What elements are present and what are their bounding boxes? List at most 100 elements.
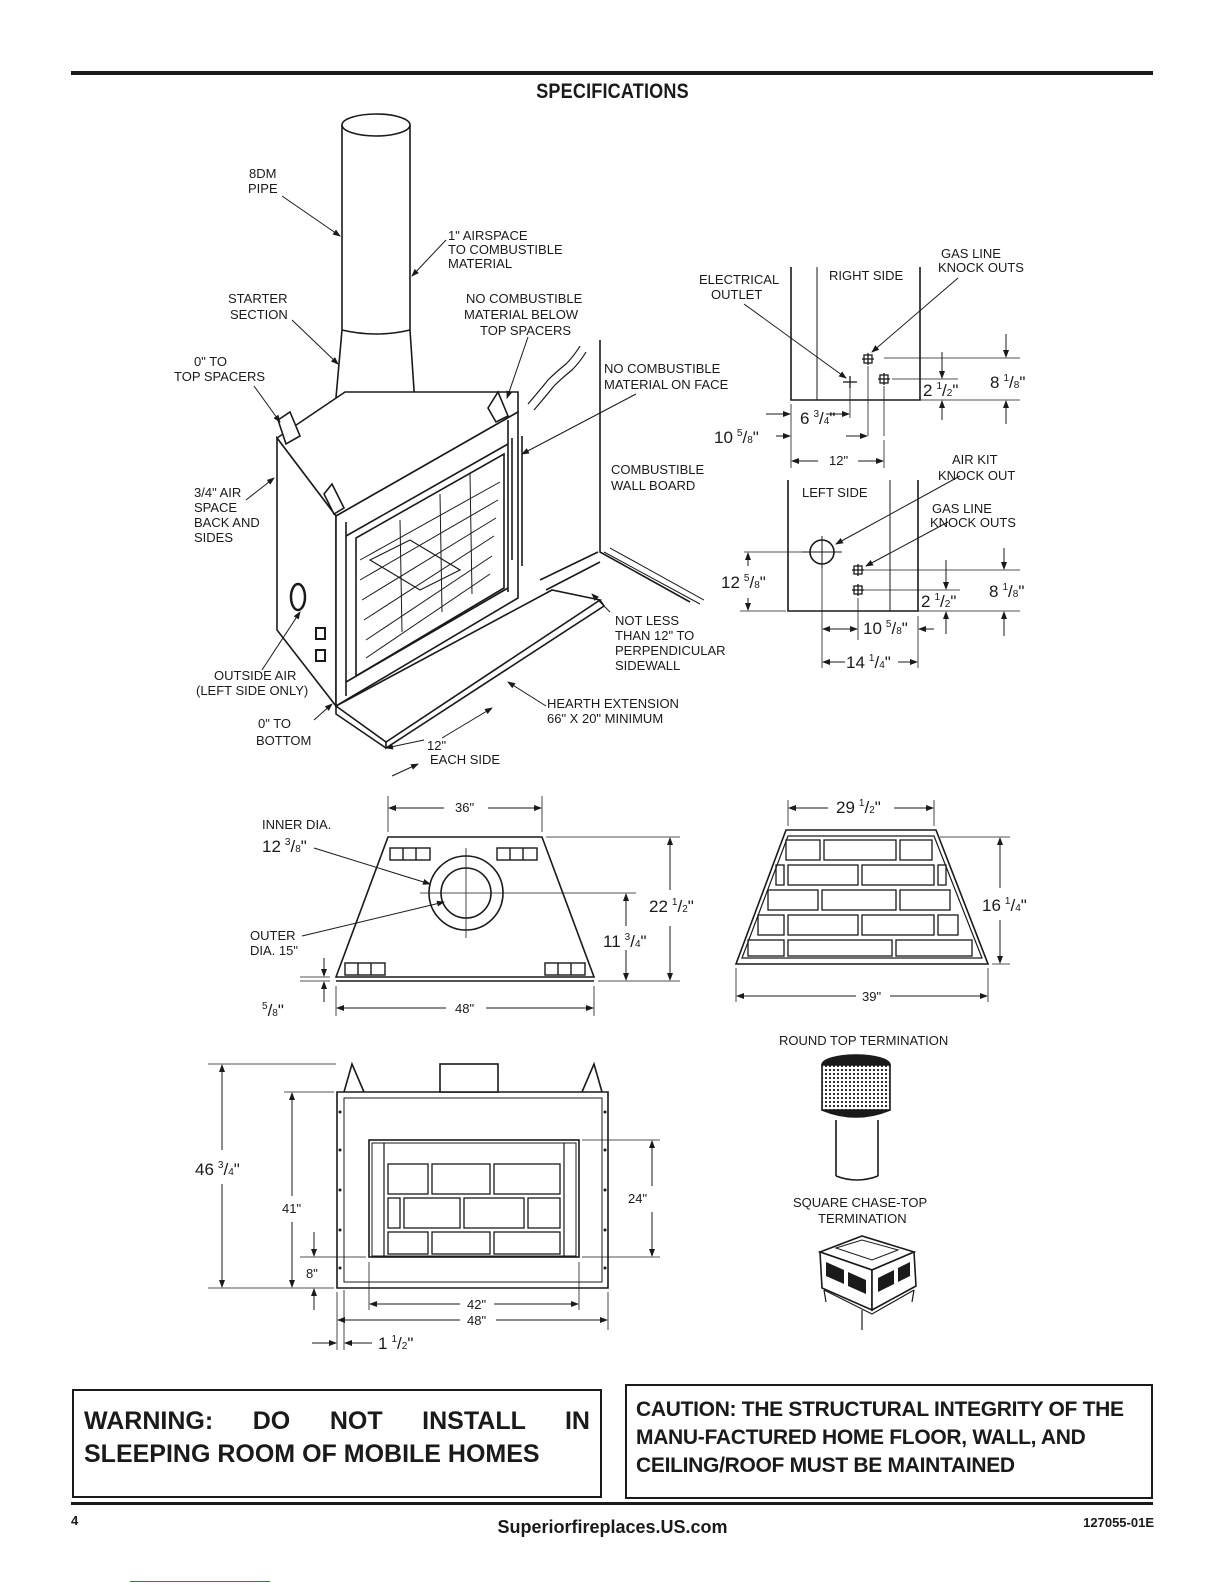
air-kit-1: AIR KIT [952,452,998,467]
caution-box: CAUTION: THE STRUCTURAL INTEGRITY OF THE… [625,1384,1153,1499]
electrical-2: OUTLET [711,287,762,302]
dim-39: 39" [862,989,881,1004]
top-view [300,796,680,1016]
outer-dia-1: OUTER [250,928,296,943]
gas-line-l-1: GAS LINE [932,501,992,516]
page-title: SPECIFICATIONS [536,80,689,103]
dim-29-1-2-whole: 29 [836,798,855,817]
left-side-view [740,475,1020,668]
dim-16-1-4-whole: 16 [982,896,1001,915]
square-chase-label-2: TERMINATION [818,1211,907,1226]
gas-line-l-2: KNOCK OUTS [930,515,1016,530]
air-space-3: BACK AND [194,515,260,530]
dim-12-5-8-whole: 12 [721,573,740,592]
bottom-rule [71,1502,1153,1505]
dim-10-5-8-l-whole: 10 [863,619,882,638]
air-space-2: SPACE [194,500,237,515]
round-top-label: ROUND TOP TERMINATION [779,1033,948,1048]
right-side-view [743,267,1020,468]
square-chase-top-termination [817,1235,917,1330]
website-link[interactable]: Superiorfireplaces.US.com [497,1517,728,1537]
zero-top-1: 0" TO [194,354,227,369]
front-view [208,1061,660,1350]
hearth-1: HEARTH EXTENSION [547,696,679,711]
termination-labels: ROUND TOP TERMINATION SQUARE CHASE-TOP T… [779,1033,948,1226]
warning-box: WARNING: DO NOT INSTALL IN SLEEPING ROOM… [72,1389,602,1498]
airspace-label-2: TO COMBUSTIBLE [448,242,563,257]
dim-12: 12" [829,453,848,468]
page-number: 4 [71,1513,79,1528]
electrical-1: ELECTRICAL [699,272,779,287]
comb-wall-2: WALL BOARD [611,478,695,493]
square-chase-label-1: SQUARE CHASE-TOP [793,1195,927,1210]
each-side-1: 12" [427,738,446,753]
starter-label-1: STARTER [228,291,287,306]
dim-1-1-2-whole: 1 [378,1334,387,1353]
dim-41: 41" [282,1201,301,1216]
brick-panel-view [734,800,1010,1002]
right-side-labels: RIGHT SIDE ELECTRICAL OUTLET GAS LINE KN… [699,246,1025,468]
pipe-label-1: 8DM [249,166,276,181]
air-space-4: SIDES [194,530,233,545]
not-less-1: NOT LESS [615,613,679,628]
not-less-3: PERPENDICULAR [615,643,726,658]
not-less-4: SIDEWALL [615,658,680,673]
dim-24: 24" [628,1191,647,1206]
dim-5-8: 5/8" [262,1001,284,1020]
zero-bottom-1: 0" TO [258,716,291,731]
dim-36: 36" [455,800,474,815]
inner-dia-label: INNER DIA. [262,817,331,832]
pipe-label-2: PIPE [248,181,278,196]
dim-8: 8" [306,1266,318,1281]
outside-air-2: (LEFT SIDE ONLY) [196,683,308,698]
left-side-labels: LEFT SIDE AIR KIT KNOCK OUT GAS LINE KNO… [721,452,1024,672]
outside-air-1: OUTSIDE AIR [214,668,296,683]
air-space-1: 3/4" AIR [194,485,241,500]
isometric-fireplace [245,113,705,777]
no-comb-face-1: NO COMBUSTIBLE [604,361,721,376]
round-top-termination [821,1054,891,1181]
zero-bottom-2: BOTTOM [256,733,311,748]
spec-drawings: 8DM PIPE 1" AIRSPACE TO COMBUSTIBLE MATE… [174,113,1027,1353]
not-less-2: THAN 12" TO [615,628,694,643]
dim-14-1-4-whole: 14 [846,653,865,672]
dim-6-3-4-whole: 6 [800,409,809,428]
dim-48-top: 48" [455,1001,474,1016]
isometric-labels: 8DM PIPE 1" AIRSPACE TO COMBUSTIBLE MATE… [174,166,729,767]
dim-46-3-4-whole: 46 [195,1160,214,1179]
comb-wall-1: COMBUSTIBLE [611,462,705,477]
airspace-label-3: MATERIAL [448,256,512,271]
dim-6-3-4-den: 4 [824,416,830,427]
dim-10-5-8-r-whole: 10 [714,428,733,447]
dim-2-1-2-r-whole: 2 [923,381,932,400]
left-side-title: LEFT SIDE [802,485,868,500]
no-comb-below-2: MATERIAL BELOW [464,307,579,322]
outer-dia-2: DIA. 15" [250,943,298,958]
gas-line-r-1: GAS LINE [941,246,1001,261]
dim-5-8-num: 5 [262,1001,268,1012]
no-comb-below-3: TOP SPACERS [480,323,571,338]
dim-22-1-2-whole: 22 [649,897,668,916]
bottom-accent-line [130,1581,270,1582]
airspace-label-1: 1" AIRSPACE [448,228,528,243]
document-number: 127055-01E [1083,1515,1154,1530]
each-side-2: EACH SIDE [430,752,500,767]
gas-line-r-2: KNOCK OUTS [938,260,1024,275]
